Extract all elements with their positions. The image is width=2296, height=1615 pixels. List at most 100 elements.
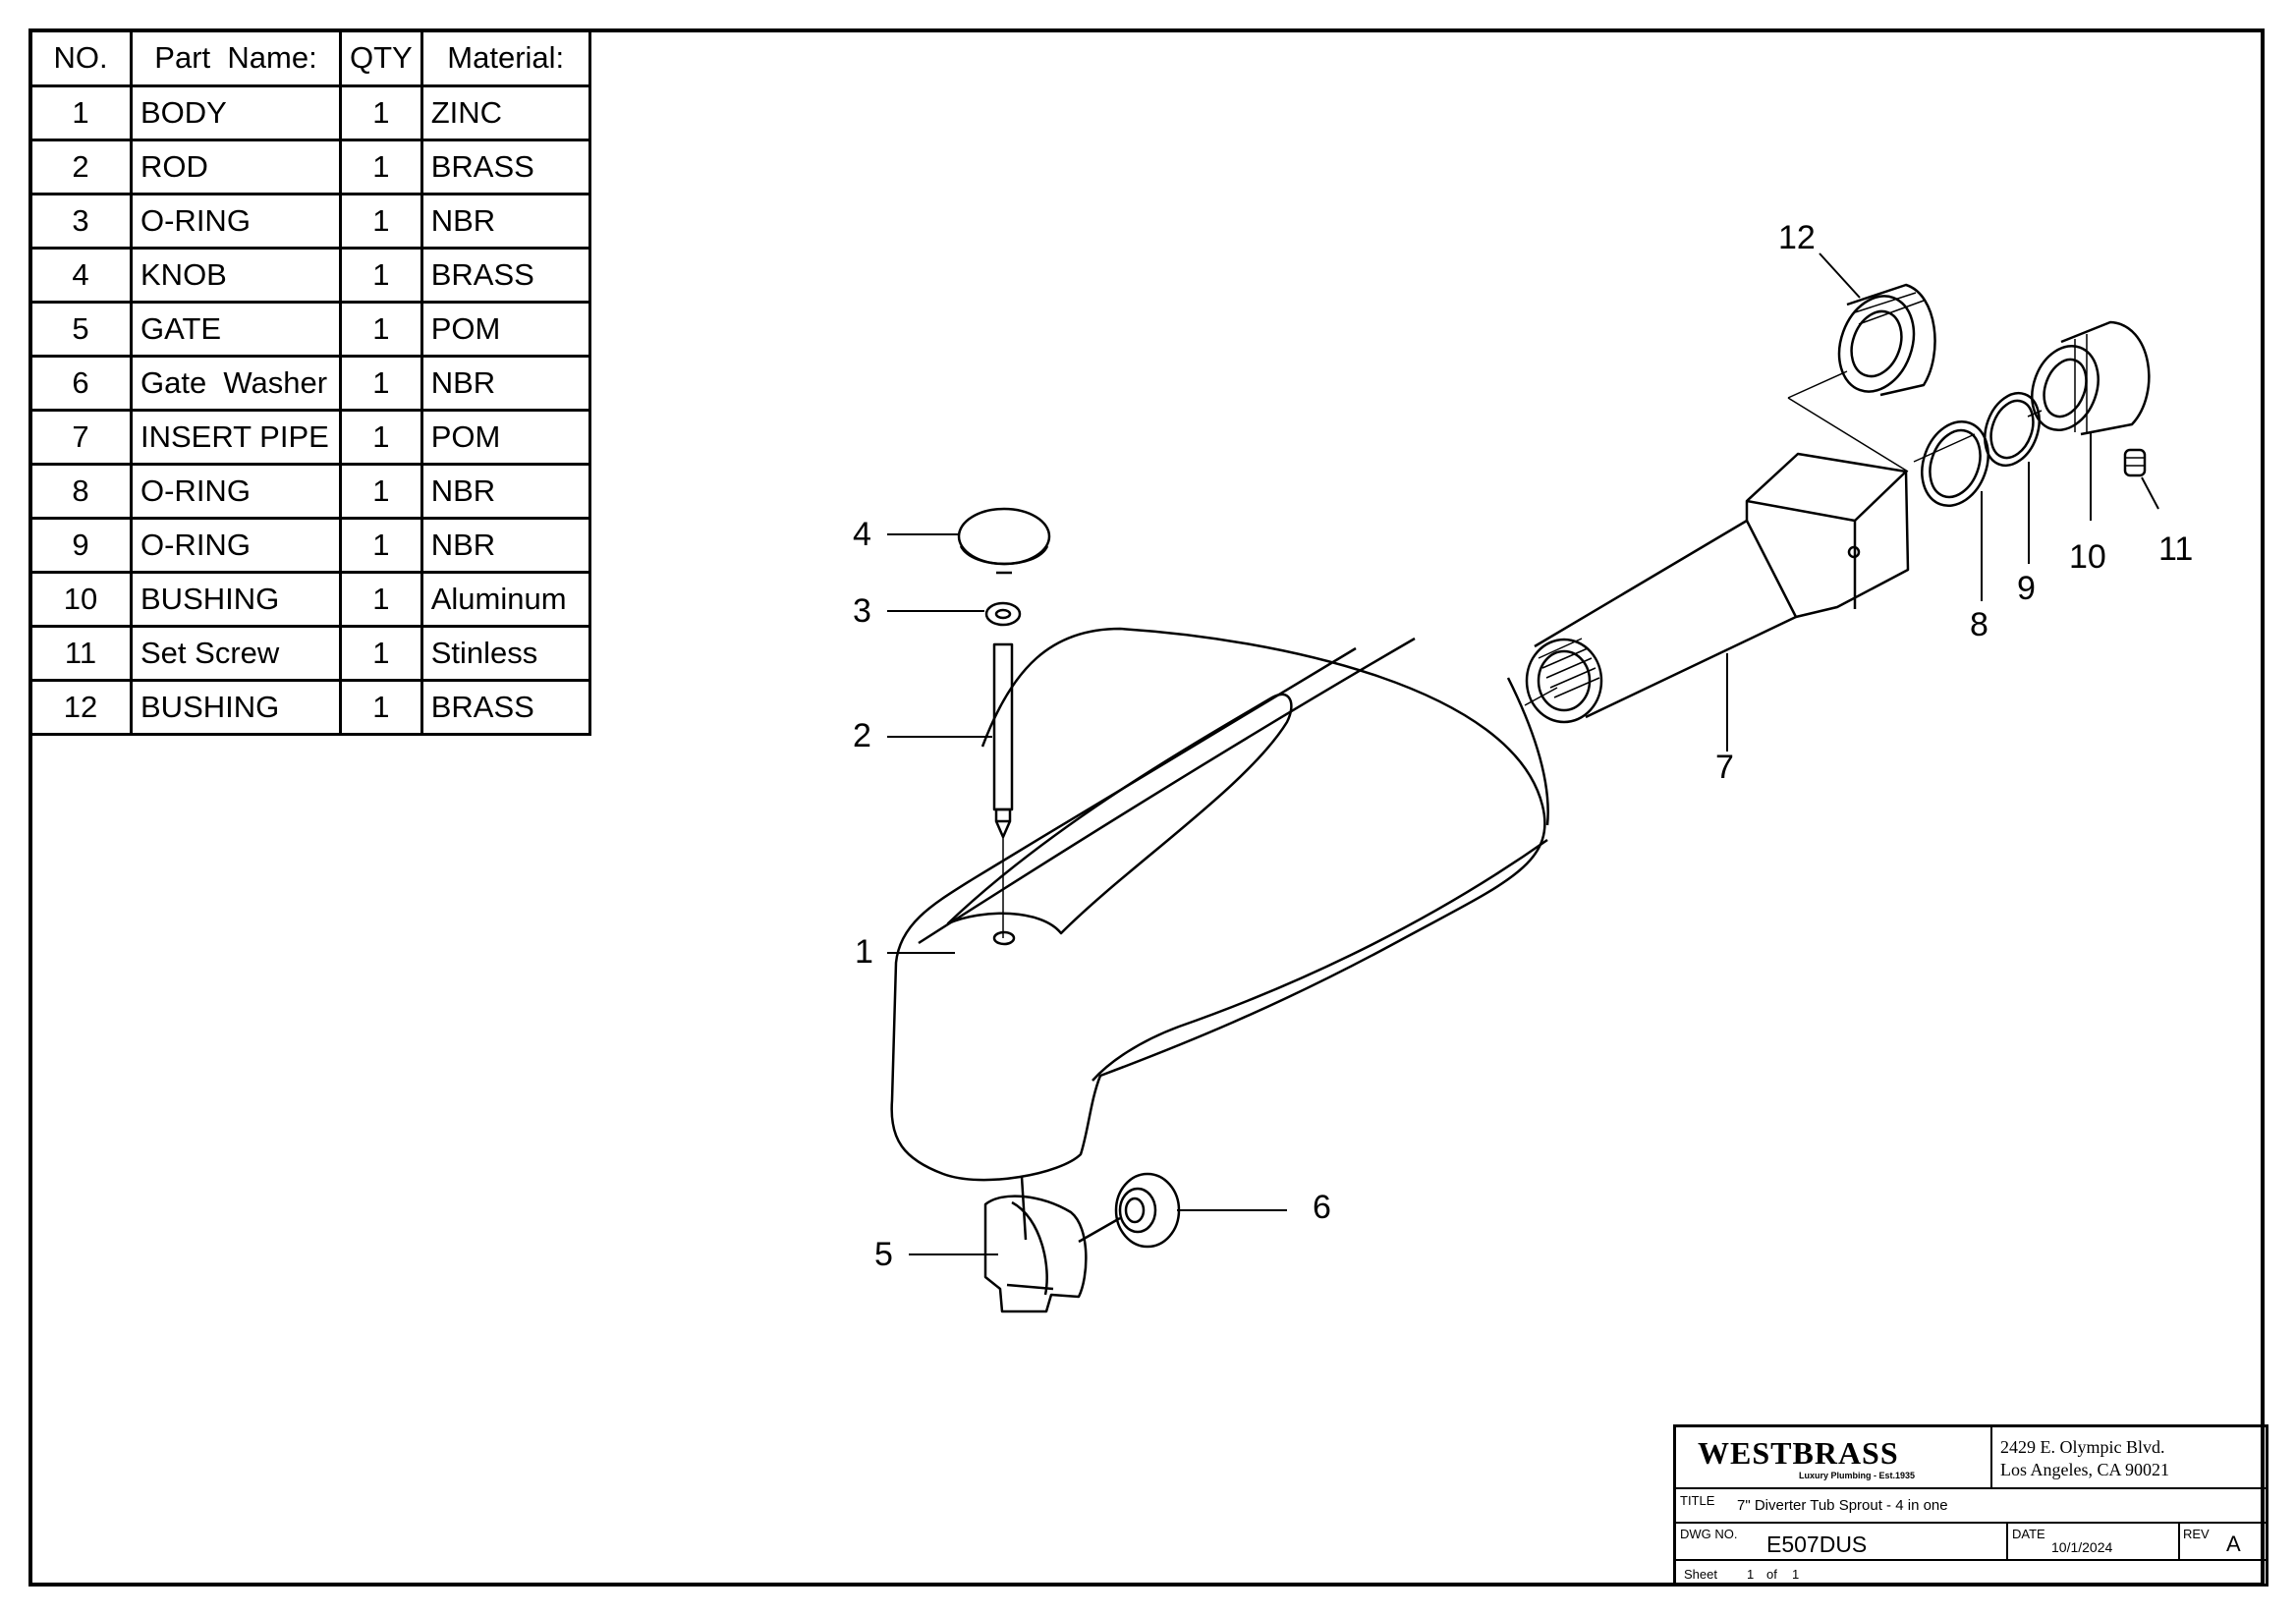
part-material: BRASS bbox=[420, 247, 591, 304]
part-qty: 1 bbox=[339, 193, 423, 250]
part-qty: 1 bbox=[339, 409, 423, 466]
part-material: Aluminum bbox=[420, 571, 591, 628]
part-name: BODY bbox=[130, 84, 342, 141]
callout-3: 3 bbox=[853, 592, 871, 630]
dwg-no-label: DWG NO. bbox=[1680, 1527, 1738, 1541]
part-knob bbox=[957, 507, 1051, 575]
part-material: POM bbox=[420, 409, 591, 466]
part-gate bbox=[983, 1195, 1088, 1313]
part-number: 9 bbox=[28, 517, 133, 574]
part-name: INSERT PIPE bbox=[130, 409, 342, 466]
part-name: BUSHING bbox=[130, 571, 342, 628]
part-material: ZINC bbox=[420, 84, 591, 141]
part-qty: 1 bbox=[339, 301, 423, 358]
part-rod bbox=[992, 642, 1014, 938]
part-name: Gate Washer bbox=[130, 355, 342, 412]
part-material: NBR bbox=[420, 193, 591, 250]
callout-8: 8 bbox=[1970, 606, 1988, 643]
part-qty: 1 bbox=[339, 625, 423, 682]
part-material: BRASS bbox=[420, 679, 591, 736]
callout-9: 9 bbox=[2017, 570, 2036, 607]
header-material: Material: bbox=[420, 28, 591, 87]
part-material: Stinless bbox=[420, 625, 591, 682]
rev: A bbox=[2226, 1531, 2241, 1556]
callout-5: 5 bbox=[874, 1236, 893, 1273]
part-gate-washer bbox=[1078, 1172, 1181, 1249]
part-bushing-12 bbox=[1837, 283, 1936, 397]
part-name: ROD bbox=[130, 139, 342, 195]
callout-4: 4 bbox=[853, 516, 871, 553]
header-no: NO. bbox=[28, 28, 133, 87]
leader-11 bbox=[2141, 476, 2159, 510]
part-name: O-RING bbox=[130, 463, 342, 520]
part-number: 6 bbox=[28, 355, 133, 412]
part-qty: 1 bbox=[339, 247, 423, 304]
part-number: 12 bbox=[28, 679, 133, 736]
part-insert-pipe bbox=[1525, 452, 1910, 724]
part-number: 3 bbox=[28, 193, 133, 250]
part-material: NBR bbox=[420, 517, 591, 574]
part-number: 2 bbox=[28, 139, 133, 195]
part-material: NBR bbox=[420, 463, 591, 520]
part-qty: 1 bbox=[339, 679, 423, 736]
callout-1: 1 bbox=[855, 933, 873, 971]
sheet-of-label: of bbox=[1766, 1567, 1777, 1582]
part-name: KNOB bbox=[130, 247, 342, 304]
part-qty: 1 bbox=[339, 571, 423, 628]
part-name: GATE bbox=[130, 301, 342, 358]
part-name: BUSHING bbox=[130, 679, 342, 736]
company-tagline: Luxury Plumbing - Est.1935 bbox=[1799, 1471, 1916, 1480]
callout-7: 7 bbox=[1715, 749, 1734, 786]
title-label: TITLE bbox=[1680, 1493, 1715, 1508]
part-o-ring-8 bbox=[1921, 419, 1989, 508]
rev-label: REV bbox=[2183, 1527, 2210, 1541]
part-bushing-10 bbox=[2031, 320, 2151, 436]
sheet-number: 1 bbox=[1747, 1567, 1755, 1582]
title-row: TITLE 7" Diverter Tub Sprout - 4 in one bbox=[1676, 1489, 2266, 1524]
callout-11: 11 bbox=[2158, 530, 2193, 568]
sheet-total: 1 bbox=[1792, 1567, 1800, 1582]
date-label: DATE bbox=[2012, 1527, 2045, 1541]
part-number: 7 bbox=[28, 409, 133, 466]
part-number: 1 bbox=[28, 84, 133, 141]
part-number: 8 bbox=[28, 463, 133, 520]
part-number: 5 bbox=[28, 301, 133, 358]
part-o-ring-9 bbox=[1984, 391, 2041, 468]
title-block: WESTBRASS Luxury Plumbing - Est.1935 242… bbox=[1673, 1424, 2268, 1587]
part-qty: 1 bbox=[339, 517, 423, 574]
date: 10/1/2024 bbox=[2051, 1539, 2113, 1555]
address-line-2: Los Angeles, CA 90021 bbox=[2000, 1460, 2170, 1479]
part-material: NBR bbox=[420, 355, 591, 412]
callout-10: 10 bbox=[2069, 538, 2106, 576]
part-number: 4 bbox=[28, 247, 133, 304]
part-qty: 1 bbox=[339, 355, 423, 412]
parts-list-header-row: NO. Part Name: QTY Material: bbox=[28, 28, 591, 87]
drawing-title: 7" Diverter Tub Sprout - 4 in one bbox=[1737, 1497, 1948, 1514]
part-qty: 1 bbox=[339, 463, 423, 520]
part-qty: 1 bbox=[339, 139, 423, 195]
dwg-no: E507DUS bbox=[1766, 1531, 1868, 1557]
address-line-1: 2429 E. Olympic Blvd. bbox=[2000, 1437, 2165, 1457]
part-name: Set Screw bbox=[130, 625, 342, 682]
leader-12 bbox=[1819, 252, 1861, 299]
sheet-row: Sheet 1 of 1 bbox=[1676, 1561, 2266, 1587]
part-qty: 1 bbox=[339, 84, 423, 141]
callout-6: 6 bbox=[1313, 1189, 1331, 1226]
dwg-row: DWG NO. E507DUS DATE 10/1/2024 REV A bbox=[1676, 1524, 2266, 1561]
drawing-frame bbox=[28, 28, 2265, 1587]
part-number: 11 bbox=[28, 625, 133, 682]
part-material: POM bbox=[420, 301, 591, 358]
